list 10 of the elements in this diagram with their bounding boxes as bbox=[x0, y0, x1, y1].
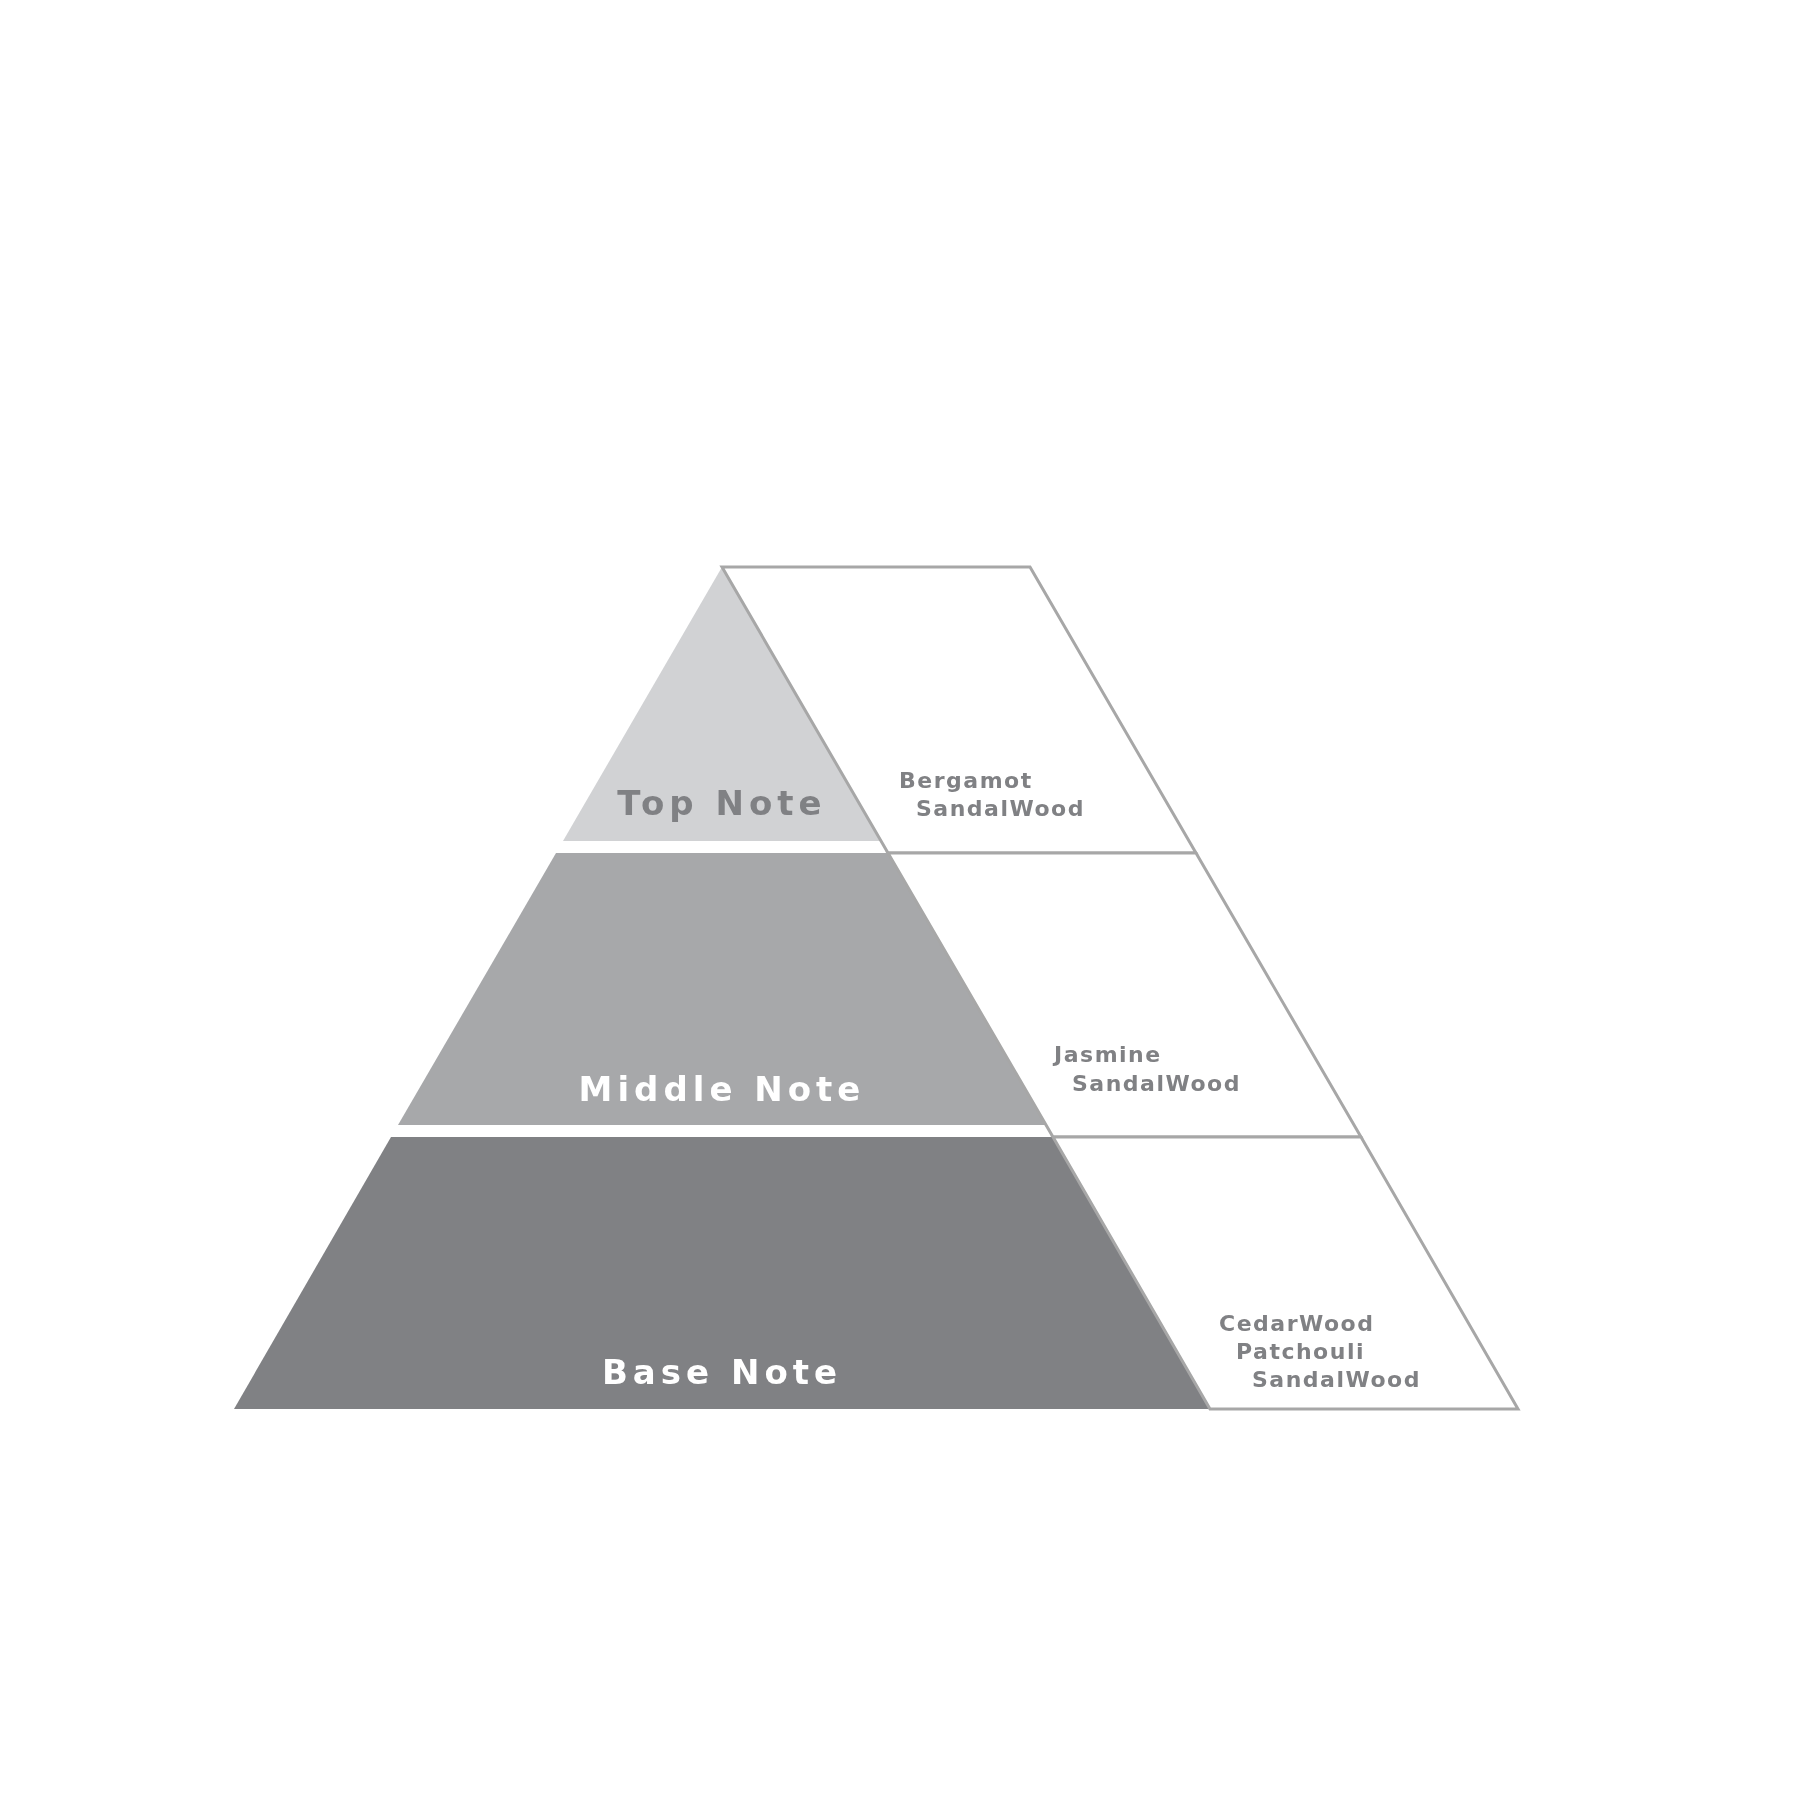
tier-label: Middle Note bbox=[578, 1072, 866, 1106]
note-item: SandalWood bbox=[1252, 1369, 1421, 1391]
note-item: Bergamot bbox=[899, 770, 1033, 792]
note-item: Jasmine bbox=[1054, 1044, 1162, 1066]
tier-label: Top Note bbox=[617, 786, 827, 820]
note-item: SandalWood bbox=[916, 798, 1085, 820]
tier-label: Base Note bbox=[601, 1355, 843, 1389]
note-item: CedarWood bbox=[1219, 1313, 1375, 1335]
note-item: SandalWood bbox=[1072, 1073, 1241, 1095]
note-item: Patchouli bbox=[1236, 1341, 1365, 1363]
